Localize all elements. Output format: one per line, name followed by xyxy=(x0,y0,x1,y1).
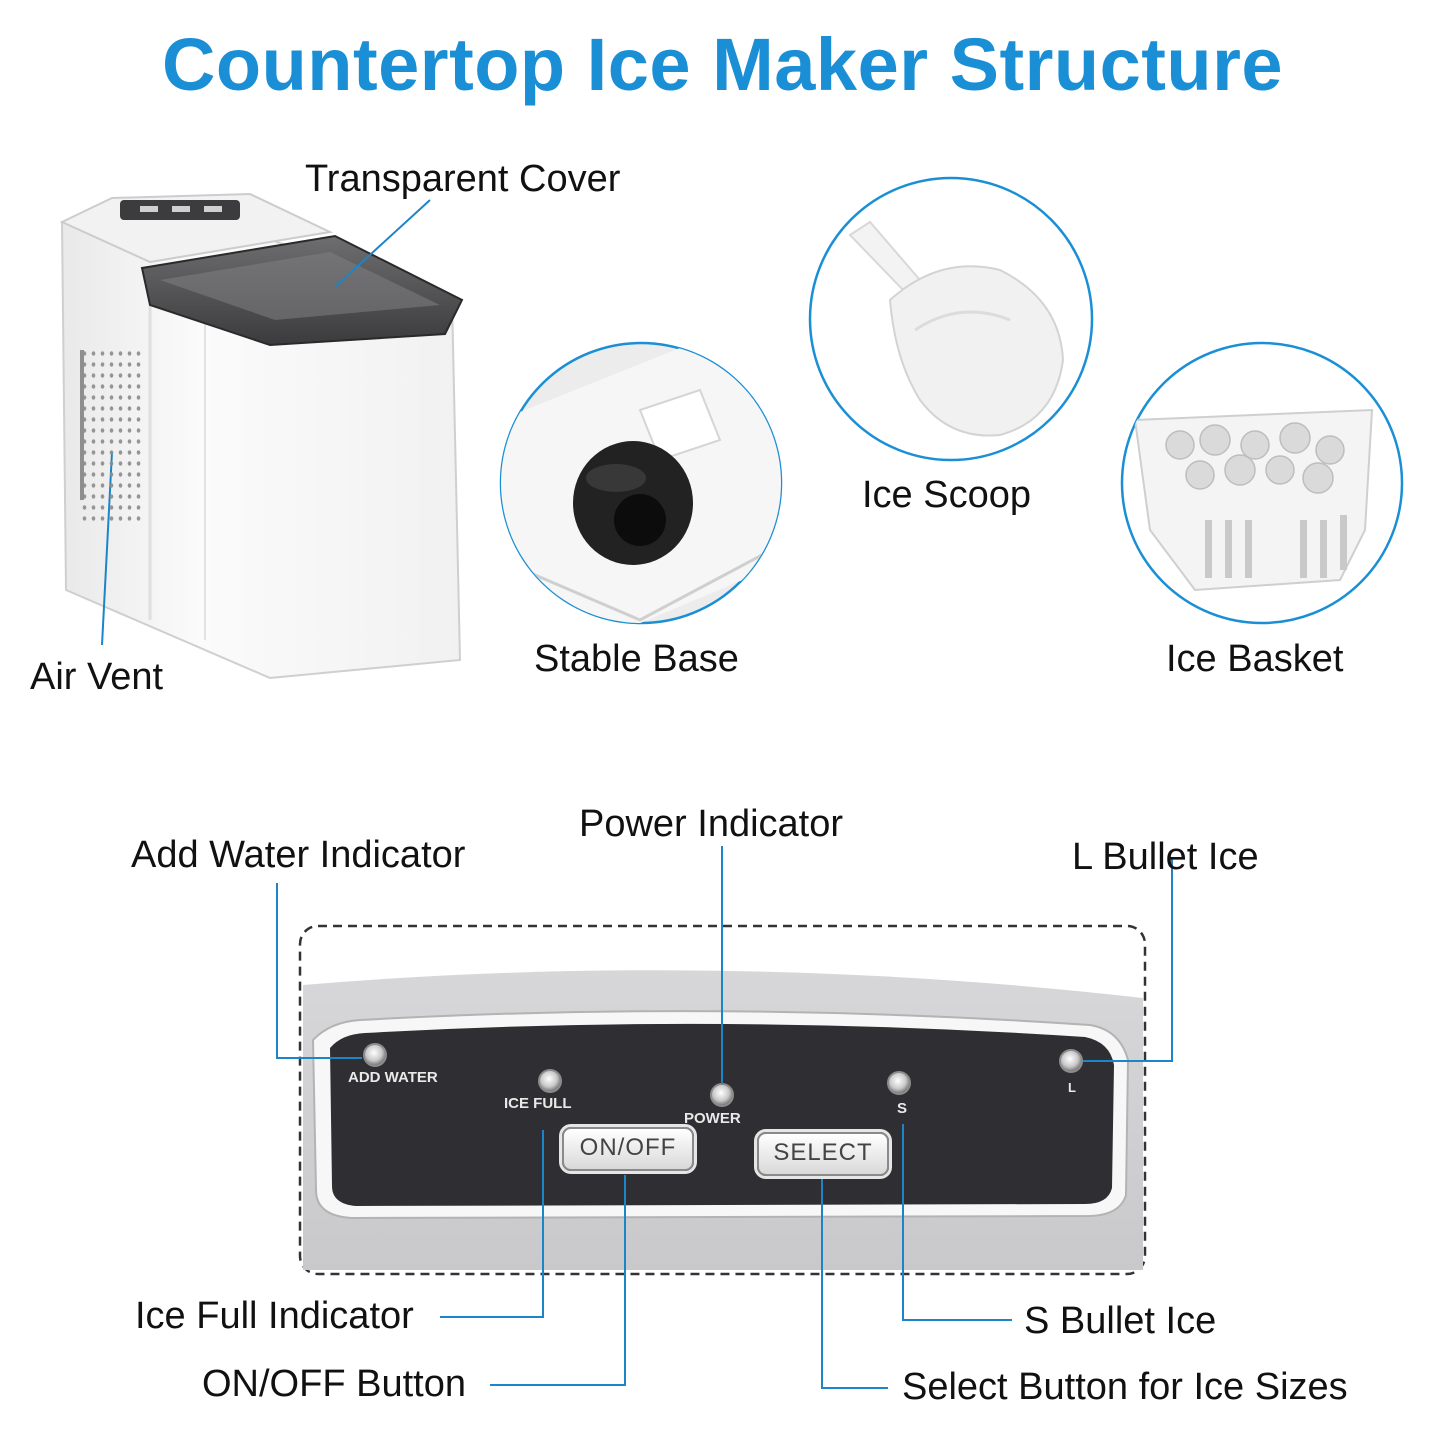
panel-l-text: L xyxy=(1068,1080,1076,1095)
panel-ice-full-text: ICE FULL xyxy=(504,1095,572,1112)
label-on-off-button: ON/OFF Button xyxy=(202,1363,466,1405)
control-panel-illustration xyxy=(298,924,1147,1276)
dashed-frame xyxy=(298,924,1147,1276)
label-power-indicator: Power Indicator xyxy=(579,803,844,845)
panel-power-text: POWER xyxy=(684,1110,741,1127)
label-s-bullet-ice: S Bullet Ice xyxy=(1024,1300,1217,1342)
label-air-vent: Air Vent xyxy=(30,656,164,698)
ice-scoop-illustration xyxy=(848,220,1065,437)
air-vent-grille xyxy=(80,348,144,524)
label-ice-full-indicator: Ice Full Indicator xyxy=(135,1295,414,1337)
leader-lines xyxy=(101,199,1173,1389)
label-ice-basket: Ice Basket xyxy=(1166,638,1344,680)
label-select-button: Select Button for Ice Sizes xyxy=(902,1366,1348,1408)
label-add-water-indicator: Add Water Indicator xyxy=(131,834,466,876)
ice-basket-illustration xyxy=(1133,408,1374,592)
panel-add-water-text: ADD WATER xyxy=(348,1069,438,1086)
label-transparent-cover: Transparent Cover xyxy=(305,158,621,200)
label-stable-base: Stable Base xyxy=(534,638,739,680)
select-button[interactable]: SELECT xyxy=(757,1132,889,1176)
ice-maker-illustration xyxy=(59,192,464,680)
label-ice-scoop: Ice Scoop xyxy=(862,474,1031,516)
panel-s-text: S xyxy=(897,1100,908,1117)
label-l-bullet-ice: L Bullet Ice xyxy=(1072,836,1259,878)
on-off-button[interactable]: ON/OFF xyxy=(562,1127,694,1171)
page-title: Countertop Ice Maker Structure xyxy=(161,23,1284,106)
